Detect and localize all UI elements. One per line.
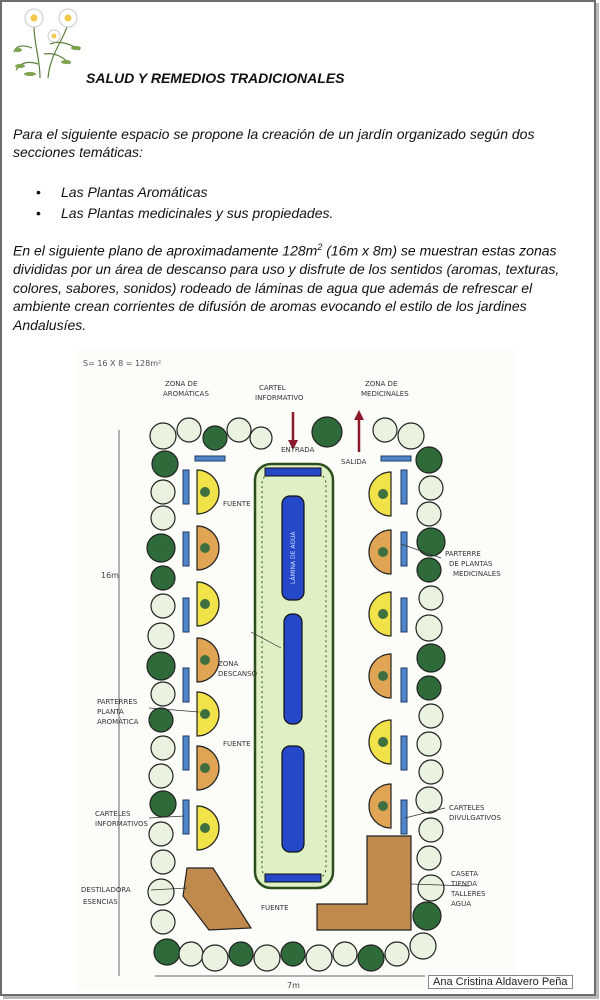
desc-text-start: En el siguiente plano de aproximadamente… bbox=[13, 242, 318, 259]
info-sign-label-line1: CARTEL bbox=[259, 384, 286, 392]
desc-text-end: (16m x 8m) se muestran estas zonas divid… bbox=[13, 242, 560, 333]
zone-medicinal-label-line1: ZONA DE bbox=[365, 380, 397, 388]
outreach-signs-label-line1: CARTELES bbox=[449, 804, 485, 812]
aromatic-beds-label-line2: PLANTA bbox=[97, 708, 124, 716]
distillery-label-line2: ESENCIAS bbox=[83, 898, 118, 906]
info-sign-label-line2: INFORMATIVO bbox=[255, 394, 304, 402]
zone-aromatics-label-line1: ZONA DE bbox=[165, 380, 197, 388]
medicinal-beds-label-line3: MEDICINALES bbox=[453, 570, 501, 578]
exit-arrowhead bbox=[354, 410, 364, 420]
list-item: Las Plantas medicinales y sus propiedade… bbox=[36, 203, 333, 224]
page-title: SALUD Y REMEDIOS TRADICIONALES bbox=[86, 70, 345, 86]
entrance-arrowhead bbox=[288, 440, 298, 450]
shop-label-line3: TALLERES bbox=[450, 890, 486, 898]
rest-zone-label-line1: ZONA bbox=[218, 660, 239, 668]
themes-list: Las Plantas Aromáticas Las Plantas medic… bbox=[36, 182, 333, 224]
intro-paragraph: Para el siguiente espacio se propone la … bbox=[13, 126, 535, 160]
leader-lines bbox=[148, 543, 470, 891]
entrance-label: ENTRADA bbox=[281, 446, 315, 454]
distillery-building bbox=[182, 867, 253, 931]
garden-plan: S= 16 X 8 = 128m² 16m 7m bbox=[75, 348, 515, 990]
height-label: 16m bbox=[101, 571, 119, 580]
shop-label-line4: AGUA bbox=[451, 900, 471, 908]
plan-area-note: S= 16 X 8 = 128m² bbox=[83, 359, 161, 368]
distillery-label-line1: DESTILADORA bbox=[81, 886, 131, 894]
hedge-left bbox=[146, 417, 273, 966]
width-label: 7m bbox=[287, 981, 300, 990]
exit-label: SALIDA bbox=[341, 458, 367, 466]
water-sheets bbox=[264, 467, 322, 883]
fountain-label-3: FUENTE bbox=[261, 904, 289, 912]
hedge-right bbox=[372, 417, 446, 960]
zone-aromatics-label-line2: AROMÁTICAS bbox=[163, 389, 209, 398]
hedge-bottom bbox=[178, 941, 410, 972]
shop-label-line1: CASETA bbox=[451, 870, 478, 878]
shop-building bbox=[316, 835, 412, 931]
info-signs-label-line1: CARTELES bbox=[95, 810, 131, 818]
rest-zone-label-line2: DESCANSO bbox=[218, 670, 258, 678]
tree-entrance bbox=[311, 416, 343, 448]
zone-medicinal-label-line2: MEDICINALES bbox=[361, 390, 409, 398]
superscript-2: 2 bbox=[317, 242, 323, 252]
chamomile-logo bbox=[13, 8, 81, 79]
fountain-label-2: FUENTE bbox=[223, 740, 251, 748]
list-item: Las Plantas Aromáticas bbox=[36, 182, 333, 203]
author-credit: Ana Cristina Aldavero Peña bbox=[428, 975, 573, 989]
outreach-signs-label-line2: DIVULGATIVOS bbox=[449, 814, 501, 822]
medicinal-beds-label-line2: DE PLANTAS bbox=[449, 560, 493, 568]
medicinal-beds bbox=[368, 471, 392, 829]
description-paragraph: En el siguiente plano de aproximadamente… bbox=[13, 238, 593, 334]
shop-label-line2: TIENDA bbox=[450, 880, 477, 888]
aromatic-beds-label-line3: AROMÁTICA bbox=[97, 717, 139, 726]
fountain-label-1: FUENTE bbox=[223, 500, 251, 508]
info-signs-label-line2: INFORMATIVOS bbox=[95, 820, 149, 828]
water-sheet-label: LÁMINA DE AGUA bbox=[290, 531, 297, 584]
medicinal-beds-label-line1: PARTERRE bbox=[445, 550, 481, 558]
aromatic-beds-label-line1: PARTERRES bbox=[97, 698, 138, 706]
aromatic-beds bbox=[196, 469, 220, 851]
side-ponds bbox=[182, 455, 412, 835]
